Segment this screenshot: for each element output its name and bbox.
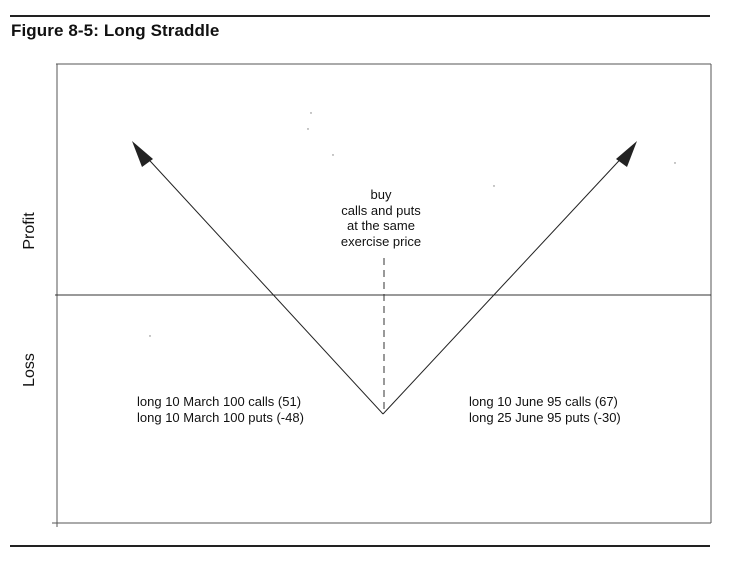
position-line: long 10 June 95 calls (67) [469, 394, 618, 409]
speck [149, 335, 151, 337]
left-arrowhead-icon [132, 141, 153, 167]
speck [310, 112, 312, 114]
figure-title: Figure 8-5: Long Straddle [11, 21, 220, 40]
bottom-rule [10, 545, 710, 547]
speck [674, 162, 676, 164]
speck [493, 185, 495, 187]
right-arrowhead-icon [616, 141, 637, 167]
top-rule [10, 15, 710, 17]
right-payoff-line [382, 149, 630, 415]
center-annotation: buy calls and puts at the same exercise … [306, 187, 456, 249]
position-line: long 25 June 95 puts (-30) [469, 410, 621, 425]
left-payoff-line [139, 149, 384, 415]
position-line: long 10 March 100 calls (51) [137, 394, 302, 409]
center-annotation-line: at the same [347, 218, 415, 233]
center-annotation-line: calls and puts [341, 202, 421, 218]
right-positions: long 10 June 95 calls (67) long 25 June … [469, 394, 621, 426]
loss-axis-label: Loss [21, 353, 38, 387]
profit-axis-label: Profit [21, 212, 38, 250]
speck [332, 154, 334, 156]
left-positions: long 10 March 100 calls (51) long 10 Mar… [137, 394, 304, 426]
center-annotation-line: exercise price [340, 233, 422, 249]
speck [307, 128, 309, 130]
position-line: long 10 March 100 puts (-48) [137, 410, 304, 425]
center-annotation-line: buy [370, 187, 392, 202]
